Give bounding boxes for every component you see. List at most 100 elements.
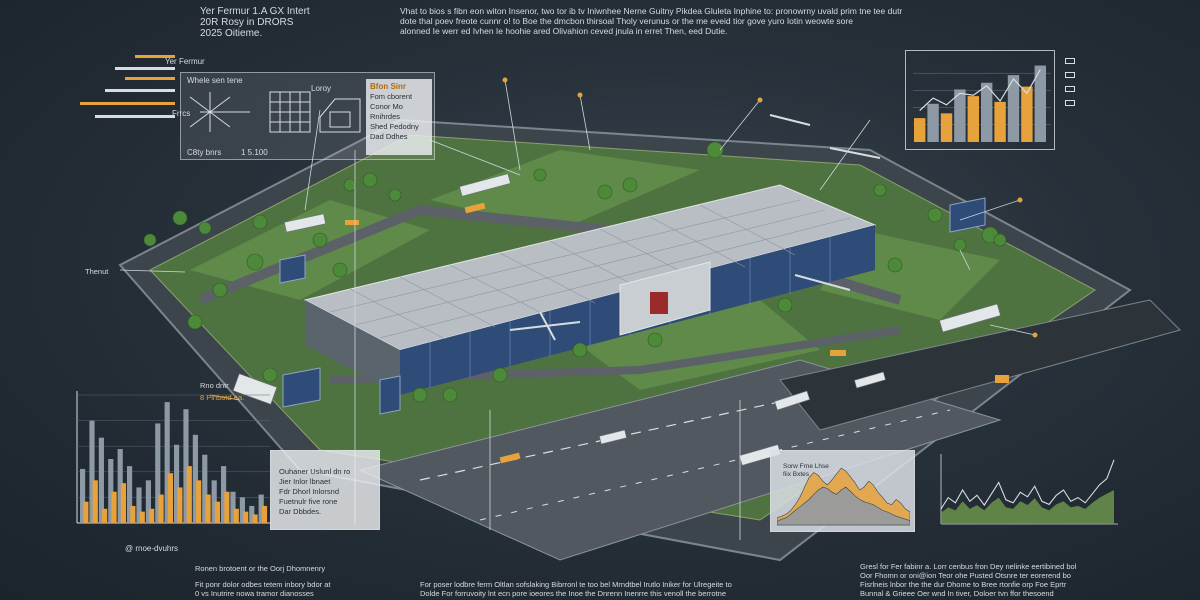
bar-series-2 [196, 480, 202, 523]
runway-centerline [419, 379, 881, 481]
header-description-line: Vhat to bios s fibn eon witon Insenor, t… [400, 6, 903, 16]
bar-series-2 [167, 473, 174, 523]
inset-caption: 1 5.100 [241, 148, 268, 157]
footer-right-text: Oor Fhomn or oni@ion Teor ohe Pusted Ots… [860, 571, 1071, 580]
inset-panel: Whele sen tene Loroy Bfon Sinr Fom cbore… [180, 72, 435, 160]
bar-series-1 [174, 444, 180, 523]
bar-series-2 [120, 483, 127, 523]
bar-series-1 [967, 96, 979, 142]
bar-series-1 [127, 466, 133, 523]
bar-series-1 [940, 113, 953, 142]
bar-series-1 [1021, 86, 1033, 142]
bar-series-1 [145, 480, 151, 523]
area-series-2 [941, 490, 1114, 524]
footer-left-text: Fit ponr dolor odbes tetem inbory bdor a… [195, 580, 331, 589]
bar-series-1 [927, 103, 939, 142]
terminal-building [303, 184, 877, 395]
bar-series-2 [158, 494, 164, 523]
bar-series-2 [261, 505, 268, 523]
chart-bottom-right [940, 454, 1118, 525]
bar-series-1 [202, 454, 208, 523]
bar-series-1 [1007, 75, 1020, 142]
inset-legend-item: Conor Mo [370, 102, 403, 111]
callout-line: Ouhaner Uslunl dn ro [279, 467, 351, 476]
header-title: Yer Fermur 1.A GX Intert [200, 6, 310, 17]
bar-series-1 [954, 89, 966, 142]
bar-series-1 [249, 505, 255, 523]
bar-series-1 [108, 459, 114, 523]
inset-legend-item: Rnihrdes [370, 112, 401, 121]
left-legend [80, 55, 180, 130]
tree-group [143, 141, 1007, 403]
chart-axis-caption: @ rnoe-dvuhrs [125, 544, 179, 553]
footer-left-heading: Ronen brotoent or the Oorj Dhomnenry [195, 564, 326, 573]
bar-series-2 [243, 511, 249, 523]
bar-series-2 [149, 508, 155, 523]
left-annotation: Yer Fermur [165, 57, 205, 66]
inset-legend-item: Fom cborent [370, 92, 413, 101]
side-annotation: Rno dntr [200, 381, 229, 390]
bar-series-2 [214, 501, 221, 523]
bar-series-2 [224, 491, 230, 523]
bar-series-1 [117, 449, 123, 523]
grass-patch [430, 150, 700, 230]
bar-series-1 [136, 487, 142, 523]
bar-series-2 [177, 487, 183, 523]
bar-series-1 [89, 420, 95, 523]
bar-series-1 [230, 491, 236, 523]
bar-series-2 [130, 505, 136, 523]
chart-top-right [905, 50, 1055, 150]
chart-frame [905, 50, 1055, 150]
callout-line: Fdr Dhorl Inlorsnd [279, 487, 340, 496]
top-right-side-marks [1065, 58, 1105, 118]
chart-bottom-center [777, 467, 910, 526]
chart-bottom-center-frame: Sorw Frne Lhse fiix Bxtes [770, 450, 915, 532]
header-description-line: alonned Ie werr ed Ivhen Ie hoohie ared … [400, 26, 728, 36]
callout-line: Jier Inlor lbnaet [279, 477, 331, 486]
bar-series-2 [205, 494, 211, 523]
bar-series-1 [164, 402, 170, 523]
callout-box: Ouhaner Uslunl dn ro Jier Inlor lbnaet F… [270, 450, 380, 530]
small-building [379, 375, 401, 415]
runway-marking [479, 409, 951, 521]
inset-legend-item: Dad Ddhes [370, 132, 408, 141]
header-subtitle: 2025 Oitieme. [200, 28, 263, 39]
bar-series-2 [186, 466, 192, 523]
inset-diagrams [189, 91, 361, 133]
small-building [282, 367, 321, 408]
footer-right-text: Fisrlneis lnbor the the dur Dhome to Bre… [860, 580, 1067, 589]
chart-bottom-left [76, 391, 270, 524]
inset-label: Whele sen tene [187, 76, 243, 85]
header-description-line: dote thal poev freote cunnr o! to Boe th… [400, 16, 853, 26]
side-annotation: 8 Pinbotd ea. [200, 393, 245, 402]
bar-series-2 [92, 480, 98, 523]
small-building [279, 254, 306, 284]
callout-line: Dar Dbbdes. [279, 507, 322, 516]
bar-series-1 [183, 409, 189, 523]
bar-series-1 [981, 82, 993, 142]
chart-bottom-center-label: Sorw Frne Lhse [783, 463, 829, 470]
area-series-2 [777, 486, 910, 526]
chart-bottom-center-label: fiix Bxtes [783, 471, 810, 478]
inset-legend-item: Shed Fedodny [370, 122, 419, 131]
inset-legend-item: Bfon Sinr [370, 82, 406, 91]
callout-dots [502, 77, 1038, 338]
footer-center-text: Dolde For forruvoity lnt ecn pore ioeore… [420, 589, 727, 598]
bar-series-1 [994, 101, 1006, 142]
line-series-2 [919, 69, 1041, 111]
bar-series-1 [80, 468, 86, 523]
bar-series-1 [258, 494, 264, 523]
line-series-1 [940, 459, 1115, 510]
bar-series-1 [98, 437, 104, 523]
vehicle-group [232, 173, 1001, 466]
bar-series-1 [239, 497, 245, 523]
inset-caption: C8ty bnrs [187, 148, 222, 157]
bar-series-2 [252, 514, 258, 523]
bar-series-2 [83, 501, 89, 523]
small-building [949, 197, 986, 233]
bar-series-2 [102, 508, 108, 523]
footer-right-text: Gresl for Fer fabinr a. Lorr cenbus fron… [860, 562, 1077, 571]
header-subtitle: 20R Rosy in DRORS [200, 17, 294, 28]
bar-series-1 [211, 480, 217, 523]
side-annotation: Thenut [85, 267, 109, 276]
